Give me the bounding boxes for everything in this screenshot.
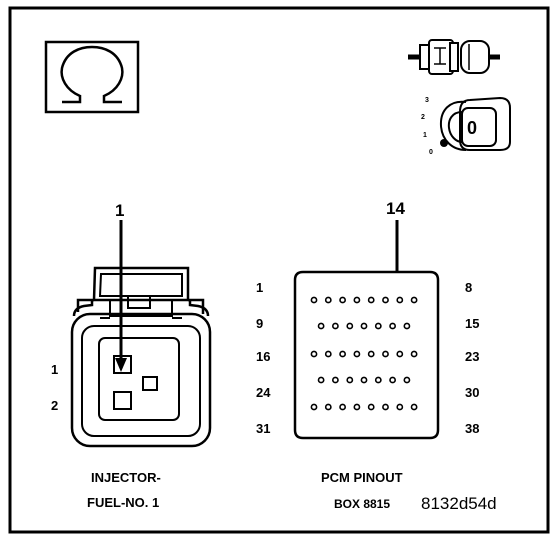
pcm-pin xyxy=(367,296,375,304)
ignition-position-label: 3 xyxy=(425,97,429,104)
pcm-pin xyxy=(317,376,325,384)
injector-pin-label: 1 xyxy=(51,362,59,377)
injector-caption-line1: INJECTOR- xyxy=(91,470,161,485)
pcm-pin xyxy=(331,322,339,330)
pcm-pin xyxy=(310,296,318,304)
ignition-key-off-icon xyxy=(439,96,511,151)
pcm-pin xyxy=(382,403,389,411)
pcm-pin xyxy=(310,350,318,358)
pcm-row-end-label: 15 xyxy=(465,316,480,331)
pcm-pin xyxy=(410,350,418,358)
pcm-row-start-label: 16 xyxy=(256,349,271,364)
pcm-caption-line2: BOX 8815 xyxy=(334,497,391,511)
ignition-position-label: 0 xyxy=(429,149,433,156)
pcm-pin xyxy=(317,322,325,330)
pcm-callout-number: 14 xyxy=(386,199,405,218)
pcm-row-end-label: 30 xyxy=(465,385,480,400)
pcm-pin xyxy=(374,376,382,384)
pcm-pin xyxy=(382,296,389,304)
injector-caption-line2: FUEL-NO. 1 xyxy=(87,495,160,510)
pcm-pin xyxy=(367,403,375,411)
pcm-pin xyxy=(382,350,389,358)
pcm-pin xyxy=(396,296,404,304)
ohm-symbol-icon xyxy=(44,40,140,114)
pcm-pin xyxy=(324,350,332,358)
ignition-position-label: 1 xyxy=(423,132,427,139)
pcm-pin xyxy=(396,350,404,358)
pcm-pin xyxy=(339,350,346,358)
pcm-pin xyxy=(403,322,411,330)
ignition-key-label: 0 xyxy=(467,118,478,138)
pcm-connector-face xyxy=(293,270,440,440)
pcm-pin xyxy=(410,296,418,304)
pcm-pin xyxy=(324,296,332,304)
pcm-row-start-label: 31 xyxy=(256,421,271,436)
pcm-pin xyxy=(310,403,318,411)
pcm-caption-line1: PCM PINOUT xyxy=(321,470,403,485)
pcm-pin xyxy=(346,376,354,384)
injector-callout-arrow xyxy=(115,220,127,372)
injector-callout-number: 1 xyxy=(115,201,125,220)
figure-reference-id: 8132d54d xyxy=(421,494,497,513)
pcm-pin xyxy=(346,322,354,330)
disconnected-connector-icon xyxy=(408,39,500,75)
pcm-row-end-label: 23 xyxy=(465,349,480,364)
pcm-pin xyxy=(367,350,375,358)
pcm-pin xyxy=(374,322,382,330)
outer-frame xyxy=(8,6,550,534)
pcm-pin xyxy=(324,403,332,411)
pcm-row-start-label: 24 xyxy=(256,385,271,400)
pcm-pin xyxy=(396,403,404,411)
pcm-pin xyxy=(331,376,339,384)
pcm-pin xyxy=(339,296,346,304)
pcm-row-start-label: 1 xyxy=(256,280,264,295)
pcm-pin xyxy=(360,322,368,330)
pcm-pin-highlighted xyxy=(389,322,396,330)
pcm-pin xyxy=(339,403,346,411)
pcm-row-end-label: 8 xyxy=(465,280,473,295)
pcm-pin xyxy=(360,376,368,384)
pcm-pin xyxy=(410,403,418,411)
pcm-row-start-label: 9 xyxy=(256,316,264,331)
pcm-row-end-label: 38 xyxy=(465,421,480,436)
injector-connector xyxy=(70,266,212,448)
injector-pin-label: 2 xyxy=(51,398,59,413)
pcm-pin xyxy=(353,296,361,304)
pcm-pin xyxy=(353,403,361,411)
pcm-pin xyxy=(389,376,396,384)
ignition-position-label: 2 xyxy=(421,114,425,121)
pcm-pin-grid xyxy=(310,296,418,411)
pcm-pin xyxy=(403,376,411,384)
pcm-pin xyxy=(353,350,361,358)
